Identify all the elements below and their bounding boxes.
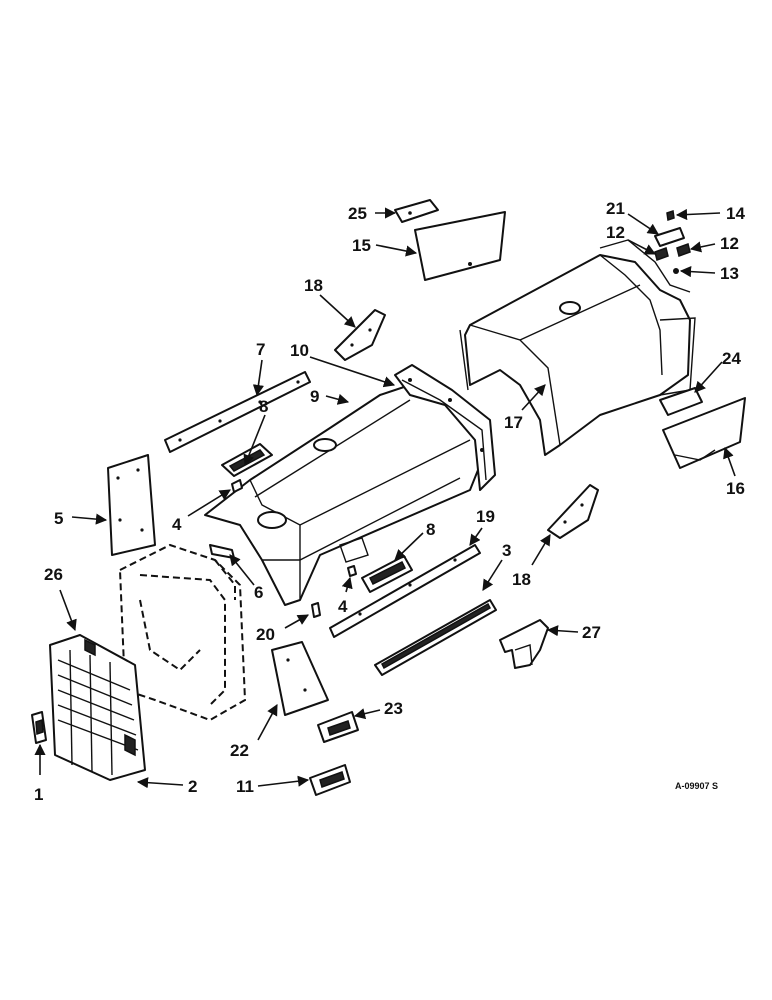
part-9-main-hood <box>204 384 483 606</box>
part-10-hood-support <box>394 364 496 491</box>
leader-9 <box>325 393 350 405</box>
part-13-nut <box>673 268 679 274</box>
part-12-pad-left <box>654 247 669 261</box>
part-11-plate <box>309 764 351 796</box>
leader-26 <box>59 589 77 632</box>
leader-3 <box>482 559 503 591</box>
leader-2 <box>136 777 184 789</box>
leader-12a <box>627 239 656 255</box>
part-21-latch <box>654 227 685 247</box>
leader-23 <box>353 708 381 720</box>
part-14-screw <box>666 210 675 221</box>
callout-25: 25 <box>348 204 367 223</box>
leader-5 <box>71 513 108 525</box>
leader-6 <box>229 554 255 586</box>
leader-22 <box>257 704 278 741</box>
part-4-clip-upper <box>231 479 243 493</box>
leader-18a <box>319 294 356 328</box>
callout-16: 16 <box>726 479 745 498</box>
callout-12a: 12 <box>606 223 625 242</box>
callout-8b: 8 <box>426 520 435 539</box>
leader-18b <box>531 534 551 566</box>
part-26-radiator-shell <box>118 543 247 722</box>
leader-21 <box>627 213 659 235</box>
callout-23: 23 <box>384 699 403 718</box>
callout-4a: 4 <box>172 515 182 534</box>
part-1-emblem <box>31 711 47 744</box>
callout-14: 14 <box>726 204 745 223</box>
leader-20 <box>284 614 309 629</box>
callout-1: 1 <box>34 785 43 804</box>
callout-7: 7 <box>256 340 265 359</box>
callout-20: 20 <box>256 625 275 644</box>
callout-2: 2 <box>188 777 197 796</box>
leader-14 <box>675 208 721 221</box>
leader-17 <box>521 384 546 411</box>
part-17-rear-hood <box>459 239 696 456</box>
leader-8b <box>394 532 424 561</box>
leader-11 <box>257 775 310 787</box>
part-7-upper-strip <box>164 371 311 453</box>
leader-4b <box>341 576 353 593</box>
part-20-pin <box>311 602 321 618</box>
part-27-bracket <box>499 619 549 669</box>
callout-4b: 4 <box>338 597 348 616</box>
leader-15 <box>375 244 418 257</box>
leader-8a <box>243 414 266 467</box>
callout-8a: 8 <box>259 397 268 416</box>
callout-3: 3 <box>502 541 511 560</box>
part-12-pad-right <box>676 243 691 257</box>
leader-27 <box>546 625 579 637</box>
part-25-clip <box>394 199 439 223</box>
part-15-panel <box>414 211 506 281</box>
callout-11: 11 <box>236 777 254 796</box>
part-22-lower-panel <box>271 641 329 716</box>
drawing-reference-code: A-09907 S <box>675 781 718 791</box>
callout-21: 21 <box>606 199 625 218</box>
callout-6: 6 <box>254 583 263 602</box>
part-19-lower-strip <box>329 544 481 638</box>
callout-27: 27 <box>582 623 601 642</box>
leader-13 <box>679 266 716 278</box>
callout-15: 15 <box>352 236 371 255</box>
part-18-bracket-lower <box>547 484 599 539</box>
callout-10: 10 <box>290 341 309 360</box>
leader-10 <box>309 356 396 388</box>
leader-lines <box>34 207 736 789</box>
callout-26: 26 <box>44 565 63 584</box>
callout-24: 24 <box>722 349 741 368</box>
leader-16 <box>723 446 736 477</box>
part-24-plate <box>659 387 703 416</box>
callout-13: 13 <box>720 264 739 283</box>
part-18-bracket-upper <box>334 309 386 361</box>
part-4-clip-lower <box>347 565 357 577</box>
callout-12b: 12 <box>720 234 739 253</box>
callout-22: 22 <box>230 741 249 760</box>
callout-19: 19 <box>476 507 495 526</box>
callout-17: 17 <box>504 413 523 432</box>
callout-labels: 1 2 3 4 4 5 6 7 8 8 9 10 11 12 12 13 14 … <box>34 199 745 804</box>
leader-7 <box>252 359 264 397</box>
callout-18a: 18 <box>304 276 323 295</box>
leader-4a <box>187 489 231 517</box>
leader-12b <box>689 241 716 253</box>
part-3-louvered-strip <box>374 599 497 676</box>
leader-24 <box>694 361 723 393</box>
part-16-panel <box>662 397 746 469</box>
part-23-plate <box>317 711 359 743</box>
leader-19 <box>469 527 483 546</box>
callout-18b: 18 <box>512 570 531 589</box>
part-8-louver-lower <box>361 555 413 593</box>
callout-5: 5 <box>54 509 63 528</box>
part-5-side-panel <box>107 454 156 556</box>
callout-9: 9 <box>310 387 319 406</box>
part-2-front-grille <box>49 634 146 781</box>
